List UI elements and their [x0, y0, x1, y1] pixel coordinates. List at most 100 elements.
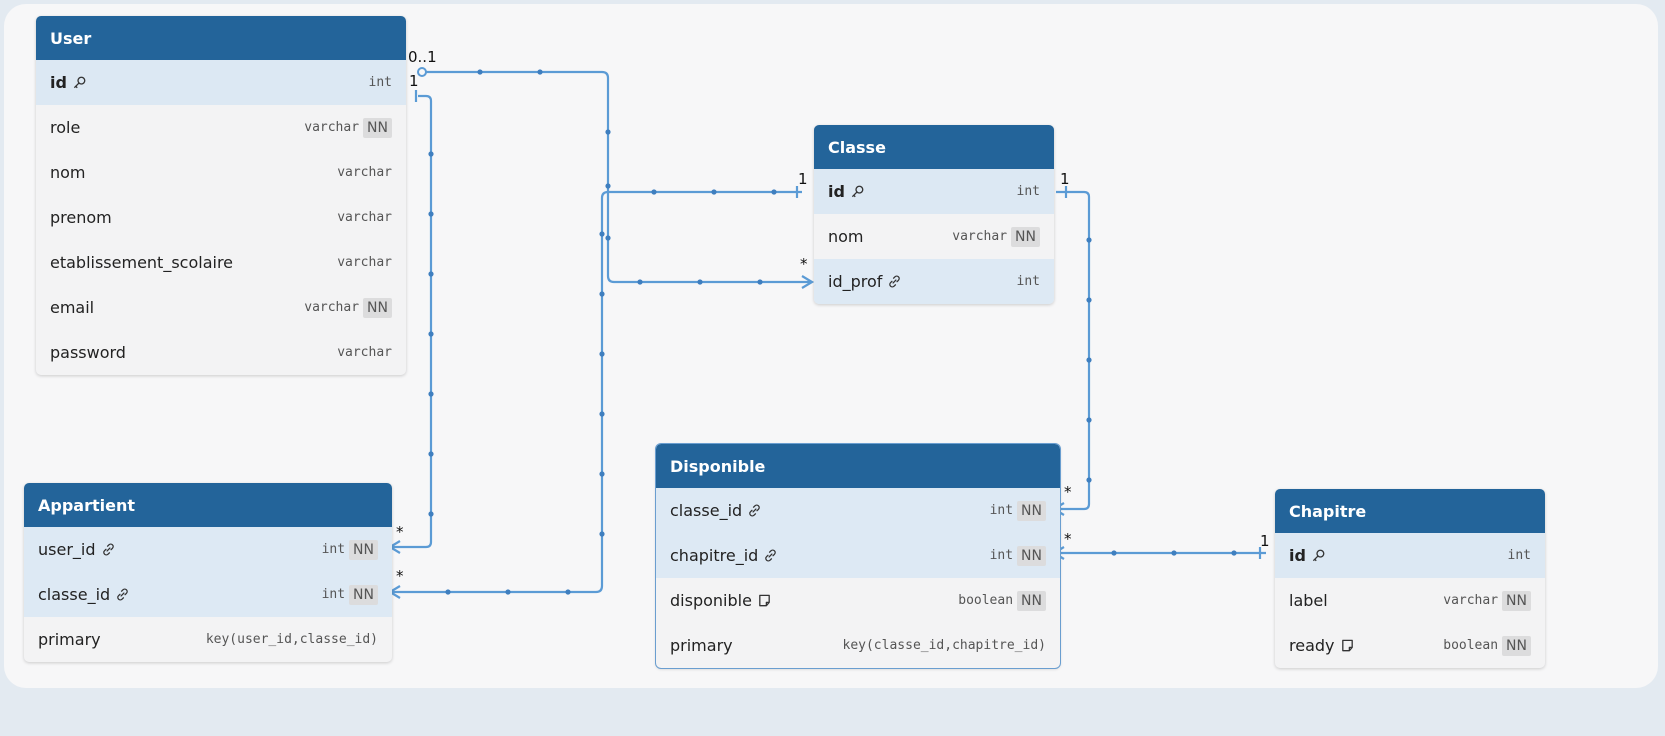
field-type: key(classe_id,chapitre_id) [842, 638, 1047, 653]
link-icon [763, 548, 778, 563]
link-waypoint-dot [428, 331, 434, 337]
link-waypoint-dot [1086, 417, 1092, 423]
field-row[interactable]: id int [1275, 533, 1545, 578]
field-name: disponible [670, 591, 752, 610]
link-waypoint-dot [599, 351, 605, 357]
link-waypoint-dot [599, 471, 605, 477]
link-appartient-user[interactable] [400, 94, 433, 549]
link-waypoint-dot [1086, 237, 1092, 243]
field-type: int [321, 542, 346, 557]
field-name: id [828, 182, 845, 201]
link-waypoint-dot [505, 589, 511, 595]
field-name: password [50, 343, 126, 362]
table-header[interactable]: Chapitre [1275, 489, 1545, 533]
link-icon [747, 503, 762, 518]
cardinality-disponible-chapitre-many: * [1064, 530, 1072, 548]
table-header[interactable]: Disponible [656, 444, 1060, 488]
field-type: varchar [304, 120, 360, 135]
link-waypoint-dot [1086, 357, 1092, 363]
field-name: id_prof [828, 272, 883, 291]
not-null-badge: NN [1017, 545, 1046, 566]
field-name: ready [1289, 636, 1335, 655]
field-row[interactable]: password varchar [36, 330, 406, 375]
field-row[interactable]: primary key(user_id,classe_id) [24, 617, 392, 662]
link-waypoint-dot [771, 189, 777, 195]
field-name: user_id [38, 540, 96, 559]
not-null-badge: NN [349, 539, 378, 560]
field-type: varchar [337, 255, 392, 270]
link-waypoint-dot [1111, 550, 1117, 556]
not-null-badge: NN [363, 297, 392, 318]
cardinality-classe-many: * [800, 255, 808, 273]
field-row[interactable]: prenom varchar [36, 195, 406, 240]
field-type: varchar [337, 165, 392, 180]
table-header[interactable]: Appartient [24, 483, 392, 527]
field-row[interactable]: id int [814, 169, 1054, 214]
relationship-links [387, 67, 1266, 599]
key-icon [72, 75, 87, 90]
link-waypoint-dot [599, 291, 605, 297]
table-header[interactable]: User [36, 16, 406, 60]
link-waypoint-dot [605, 235, 611, 241]
link-waypoint-dot [697, 279, 703, 285]
key-icon [1311, 548, 1326, 563]
cardinality-user-zero-one: 0..1 [408, 48, 437, 66]
field-name: etablissement_scolaire [50, 253, 234, 272]
field-type: int [321, 587, 346, 602]
note-icon [1340, 638, 1355, 653]
link-waypoint-dot [428, 151, 434, 157]
cardinality-appartient-user-many: * [396, 523, 404, 541]
link-waypoint-dot [1086, 297, 1092, 303]
field-name: nom [828, 227, 864, 246]
field-row[interactable]: id int [36, 60, 406, 105]
link-icon [101, 542, 116, 557]
table-header[interactable]: Classe [814, 125, 1054, 169]
link-appartient-classe[interactable] [400, 190, 802, 594]
link-disponible-classe[interactable] [1056, 190, 1091, 511]
link-waypoint-dot [599, 531, 605, 537]
field-type: int [989, 548, 1014, 563]
link-waypoint-dot [477, 69, 483, 75]
link-waypoint-dot [599, 411, 605, 417]
cardinality-classe-one-left: 1 [798, 170, 808, 188]
field-name: id [1289, 546, 1306, 565]
field-row[interactable]: etablissement_scolaire varchar [36, 240, 406, 285]
link-waypoint-dot [1086, 477, 1092, 483]
field-row[interactable]: nom varchar [36, 150, 406, 195]
link-waypoint-dot [599, 231, 605, 237]
field-row[interactable]: primary key(classe_id,chapitre_id) [656, 623, 1060, 668]
field-name: role [50, 118, 81, 137]
link-waypoint-dot [428, 391, 434, 397]
field-name: classe_id [670, 501, 743, 520]
link-waypoint-dot [565, 589, 571, 595]
cardinality-chapitre-one: 1 [1260, 532, 1270, 550]
field-row[interactable]: id_prof int [814, 259, 1054, 304]
cardinality-disponible-classe-many: * [1064, 483, 1072, 501]
cardinality-classe-one-right: 1 [1060, 170, 1070, 188]
link-icon [115, 587, 130, 602]
link-classe-prof-user[interactable] [418, 70, 802, 284]
link-icon [887, 274, 902, 289]
link-waypoint-dot [428, 511, 434, 517]
not-null-badge: NN [1017, 500, 1046, 521]
not-null-badge: NN [349, 584, 378, 605]
field-name: label [1289, 591, 1328, 610]
field-name: prenom [50, 208, 112, 227]
field-name: primary [670, 636, 733, 655]
